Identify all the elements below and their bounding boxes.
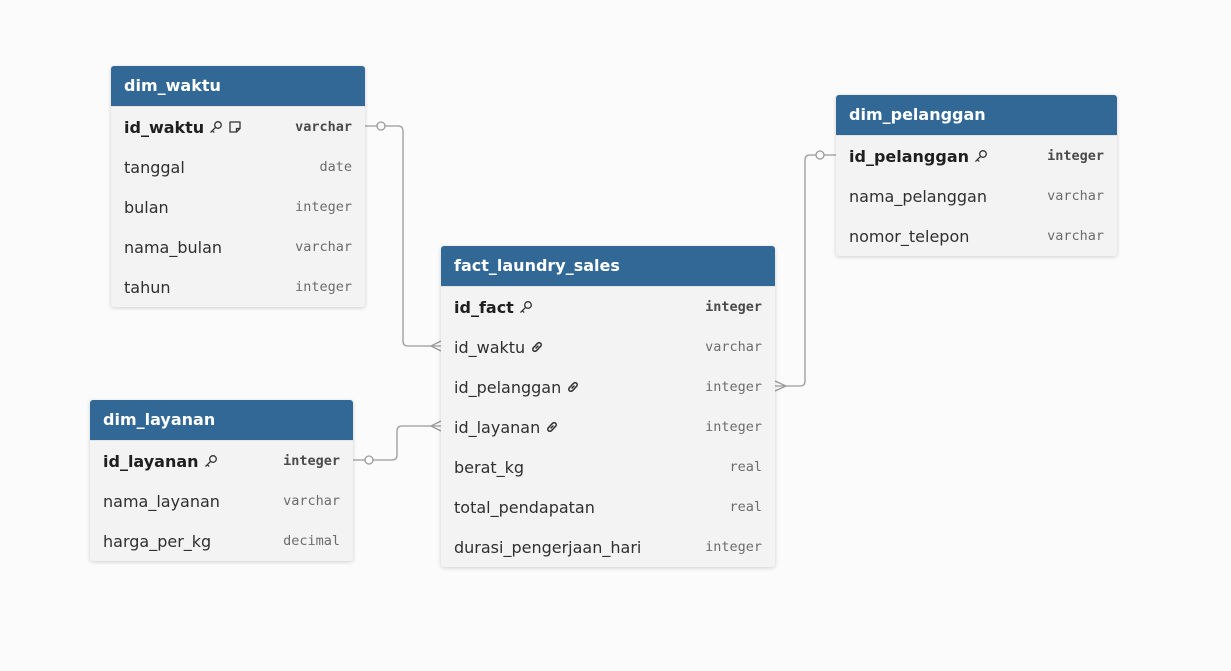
relationship-pelanggan-line [775, 154, 836, 387]
table-title: fact_laundry_sales [441, 246, 775, 287]
table-row[interactable]: nama_bulan varchar [111, 227, 365, 267]
table-row[interactable]: harga_per_kg decimal [90, 521, 353, 561]
table-row[interactable]: berat_kg real [441, 447, 775, 487]
relationship-layanan-line [353, 425, 441, 461]
column-name-text: id_fact [454, 297, 514, 317]
table-row[interactable]: nama_layanan varchar [90, 481, 353, 521]
column-name: id_pelanggan [454, 378, 580, 397]
column-name: durasi_pengerjaan_hari [454, 538, 641, 557]
column-type: integer [295, 199, 352, 215]
link-icon [545, 420, 559, 434]
table-title: dim_waktu [111, 66, 365, 107]
table-row[interactable]: id_waktu varchar [111, 107, 365, 147]
column-name-text: nama_layanan [103, 491, 220, 511]
column-type: integer [705, 299, 762, 315]
column-type: integer [1047, 148, 1104, 164]
column-name: id_fact [454, 298, 533, 317]
key-icon [204, 454, 218, 468]
table-row[interactable]: nomor_telepon varchar [836, 216, 1117, 256]
column-name-text: nama_bulan [124, 237, 223, 257]
key-icon [974, 149, 988, 163]
relationship-waktu-one-marker [376, 121, 386, 131]
column-type: integer [705, 419, 762, 435]
relationship-layanan-one-marker [364, 455, 374, 465]
column-name-text: id_pelanggan [849, 146, 970, 166]
column-name-text: id_layanan [454, 417, 541, 437]
relationship-layanan-many-marker [429, 420, 442, 432]
column-name-text: nomor_telepon [849, 226, 970, 246]
column-name-text: nama_pelanggan [849, 186, 987, 206]
column-name: tahun [124, 278, 171, 297]
table-row[interactable]: tahun integer [111, 267, 365, 307]
table-row[interactable]: tanggal date [111, 147, 365, 187]
relationship-pelanggan-one-marker [815, 150, 825, 160]
table-dim-layanan[interactable]: dim_layanan id_layanan integer nama_layana… [90, 400, 353, 561]
column-type: decimal [283, 533, 340, 549]
column-name-text: harga_per_kg [103, 531, 212, 551]
column-name: nama_layanan [103, 492, 220, 511]
column-name: berat_kg [454, 458, 524, 477]
table-row[interactable]: bulan integer [111, 187, 365, 227]
table-row[interactable]: id_pelanggan integer [441, 367, 775, 407]
column-name-text: id_layanan [103, 451, 199, 471]
table-row[interactable]: id_layanan integer [441, 407, 775, 447]
column-name-text: tahun [124, 277, 171, 297]
table-row[interactable]: id_waktu varchar [441, 327, 775, 367]
table-title: dim_pelanggan [836, 95, 1117, 136]
column-name-text: durasi_pengerjaan_hari [454, 537, 642, 557]
column-name: bulan [124, 198, 169, 217]
table-row[interactable]: id_pelanggan integer [836, 136, 1117, 176]
table-row[interactable]: id_layanan integer [90, 441, 353, 481]
relationship-waktu-many-marker [429, 340, 442, 352]
table-row[interactable]: durasi_pengerjaan_hari integer [441, 527, 775, 567]
column-type: integer [705, 379, 762, 395]
table-dim-pelanggan[interactable]: dim_pelanggan id_pelanggan integer nama_pe… [836, 95, 1117, 256]
link-icon [566, 380, 580, 394]
column-name-text: total_pendapatan [454, 497, 595, 517]
column-name-text: berat_kg [454, 457, 525, 477]
table-title: dim_layanan [90, 400, 353, 441]
column-name-text: id_waktu [124, 117, 205, 137]
column-name: harga_per_kg [103, 532, 211, 551]
table-row[interactable]: nama_pelanggan varchar [836, 176, 1117, 216]
column-type: varchar [1047, 228, 1104, 244]
column-type: varchar [295, 239, 352, 255]
column-type: integer [283, 453, 340, 469]
link-icon [530, 340, 544, 354]
column-name: id_waktu [124, 118, 242, 137]
column-name-text: tanggal [124, 157, 185, 177]
column-type: varchar [705, 339, 762, 355]
column-name: nama_bulan [124, 238, 222, 257]
column-type: varchar [283, 493, 340, 509]
column-type: varchar [295, 119, 352, 135]
relationship-waktu-line [365, 125, 441, 347]
column-type: integer [705, 539, 762, 555]
column-type: real [729, 499, 762, 515]
column-type: varchar [1047, 188, 1104, 204]
column-name: nama_pelanggan [849, 187, 987, 206]
column-name: id_layanan [103, 452, 218, 471]
key-icon [519, 300, 533, 314]
column-type: integer [295, 279, 352, 295]
key-icon [209, 120, 223, 134]
column-name-text: id_pelanggan [454, 377, 562, 397]
table-row[interactable]: total_pendapatan real [441, 487, 775, 527]
relationship-pelanggan-many-marker [774, 380, 788, 392]
column-name: id_waktu [454, 338, 544, 357]
table-row[interactable]: id_fact integer [441, 287, 775, 327]
column-name: total_pendapatan [454, 498, 595, 517]
column-name: nomor_telepon [849, 227, 969, 246]
column-name: tanggal [124, 158, 185, 177]
column-type: date [319, 159, 352, 175]
note-icon [228, 120, 242, 134]
column-name-text: bulan [124, 197, 169, 217]
column-name: id_pelanggan [849, 147, 988, 166]
column-name: id_layanan [454, 418, 559, 437]
column-type: real [729, 459, 762, 475]
column-name-text: id_waktu [454, 337, 526, 357]
